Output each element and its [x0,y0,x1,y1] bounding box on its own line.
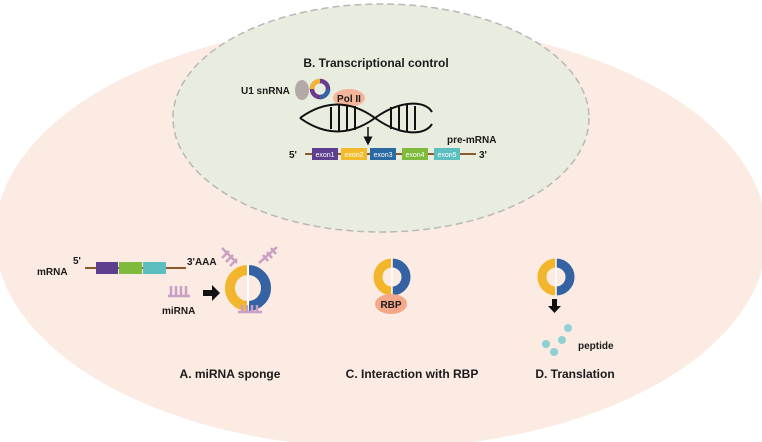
u1-snrna-label: U1 snRNA [241,86,290,97]
pre-mrna-3prime: 3' [479,150,487,161]
exon-label-3: exon3 [373,152,392,159]
translation-arrow [548,299,561,313]
dna-helix [299,102,433,134]
sponge-arrow [203,285,220,301]
exon-label-4: exon4 [405,152,424,159]
mrna-5prime: 5' [73,256,81,267]
exon-label-5: exon5 [437,152,456,159]
exon-label-1: exon1 [315,152,334,159]
mirna-free [168,286,190,298]
rbp-label: RBP [380,300,401,311]
exon-group: exon1 exon2 exon3 exon4 exon5 [312,148,460,160]
rbp-shape [375,294,407,314]
exon-label-2: exon2 [344,152,363,159]
exon-box-1 [312,148,338,160]
circrna-small [309,78,331,100]
peptide-label: peptide [578,341,614,352]
mrna-exon-teal [143,262,166,274]
mrna-3prime: 3'AAA [187,257,217,268]
circrna-sponge [225,263,271,313]
pol-ii-label: Pol II [337,94,361,105]
pol-ii-shape [333,89,365,107]
exon-box-3 [370,148,396,160]
mrna-label: mRNA [37,267,68,278]
panel-d-title: D. Translation [535,367,614,381]
pre-mrna-5prime: 5' [289,150,297,161]
mirna-label: miRNA [162,306,195,317]
circrna-translation [537,258,575,296]
transcription-ellipse [172,3,590,233]
exon-box-4 [402,148,428,160]
panel-c-title: C. Interaction with RBP [346,367,479,381]
bound-mirnas [221,246,278,314]
pre-mrna-label: pre-mRNA [447,135,496,146]
panel-b-title: B. Transcriptional control [303,56,448,70]
mrna-exon-green [119,262,142,274]
circrna-rbp [373,258,411,296]
exon-box-2 [341,148,367,160]
exon-box-5 [434,148,460,160]
peptide-dots [542,324,572,356]
u1-protein-shape [295,80,309,100]
panel-a-title: A. miRNA sponge [180,367,281,381]
mrna-exon-purple [96,262,118,274]
